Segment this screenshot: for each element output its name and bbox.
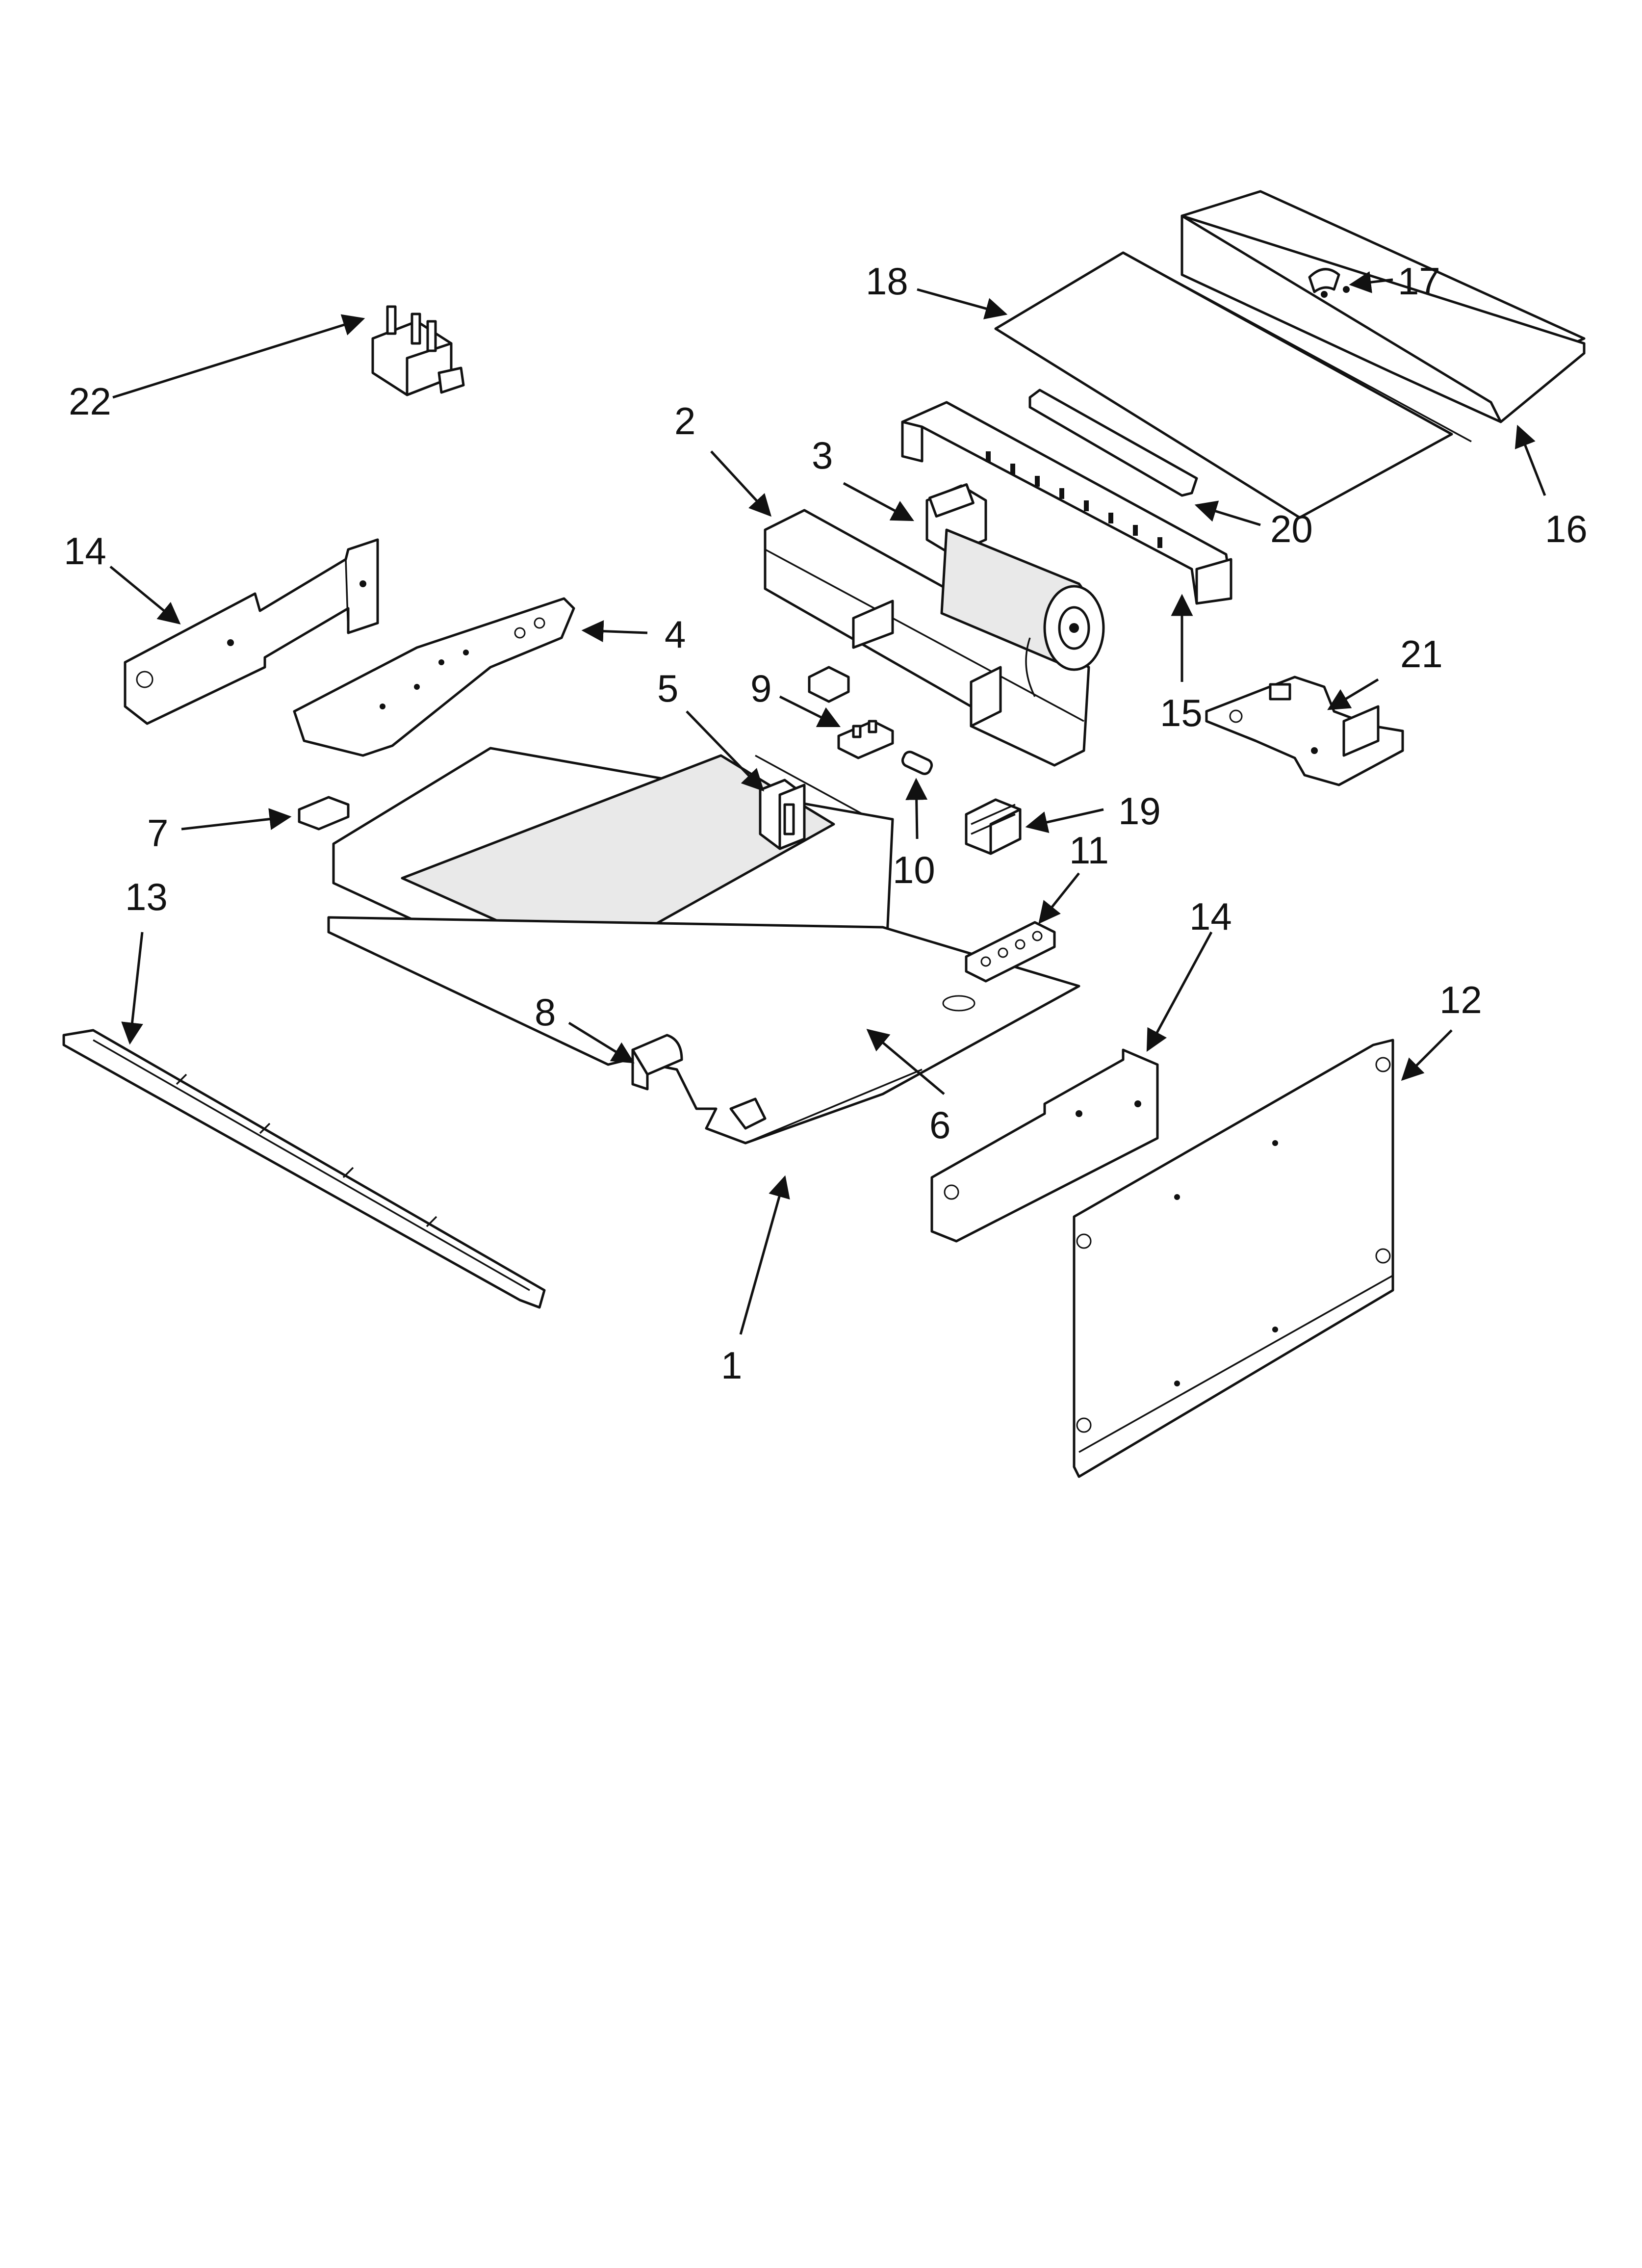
part-13-front-trim — [62, 1029, 546, 1309]
callout-15: 15 — [1160, 691, 1203, 734]
part-15-rail — [901, 401, 1232, 605]
callout-2: 2 — [674, 399, 695, 443]
callout-20: 20 — [1270, 507, 1313, 550]
part-14-right-side-bracket — [930, 1048, 1159, 1243]
part-17-clip — [1308, 268, 1350, 298]
part-16-top-cover — [1180, 190, 1586, 423]
part-3-blower-motor — [925, 483, 1105, 697]
part-14-left-side-bracket — [124, 538, 379, 725]
callout-6: 6 — [929, 1103, 950, 1147]
callout-18: 18 — [866, 260, 908, 303]
callout-8: 8 — [535, 991, 556, 1034]
part-1-base-pan — [327, 916, 1080, 1145]
callout-1: 1 — [721, 1344, 742, 1387]
part-11-terminal-strip — [965, 921, 1056, 983]
part-21-control-bracket — [1205, 676, 1404, 786]
callout-22: 22 — [69, 380, 111, 423]
callout-14-left: 14 — [64, 529, 106, 573]
part-4-mounting-plate — [293, 597, 575, 757]
part-10-fuse — [901, 751, 933, 775]
part-22-relay — [371, 305, 465, 396]
leader-lines — [109, 271, 1546, 1335]
part-18-insulation-panel — [994, 251, 1472, 519]
callout-13: 13 — [125, 875, 168, 918]
callout-14-right: 14 — [1189, 895, 1232, 938]
part-8-door-switch — [631, 1034, 683, 1091]
part-7-clip — [298, 796, 350, 831]
callout-7: 7 — [147, 811, 168, 855]
part-2-fan-bracket — [764, 509, 1090, 767]
callout-12: 12 — [1439, 978, 1482, 1021]
part-9-terminal-block — [808, 666, 894, 759]
callout-11: 11 — [1069, 829, 1109, 872]
callout-5: 5 — [657, 667, 678, 710]
part-20-gasket-strip — [1028, 389, 1198, 497]
callout-10: 10 — [893, 848, 935, 891]
part-19-transformer — [965, 798, 1022, 855]
callout-16: 16 — [1545, 507, 1588, 550]
callout-19: 19 — [1118, 789, 1161, 833]
callout-4: 4 — [665, 613, 686, 656]
callout-9: 9 — [750, 667, 771, 710]
callout-labels: 22 2 3 14 4 5 7 9 10 19 11 13 8 6 1 14 1… — [64, 260, 1588, 1387]
part-5-switch — [759, 779, 806, 850]
callout-17: 17 — [1398, 260, 1440, 303]
callout-21: 21 — [1400, 632, 1443, 676]
callout-3: 3 — [812, 434, 833, 477]
part-12-side-panel — [1073, 1039, 1394, 1478]
